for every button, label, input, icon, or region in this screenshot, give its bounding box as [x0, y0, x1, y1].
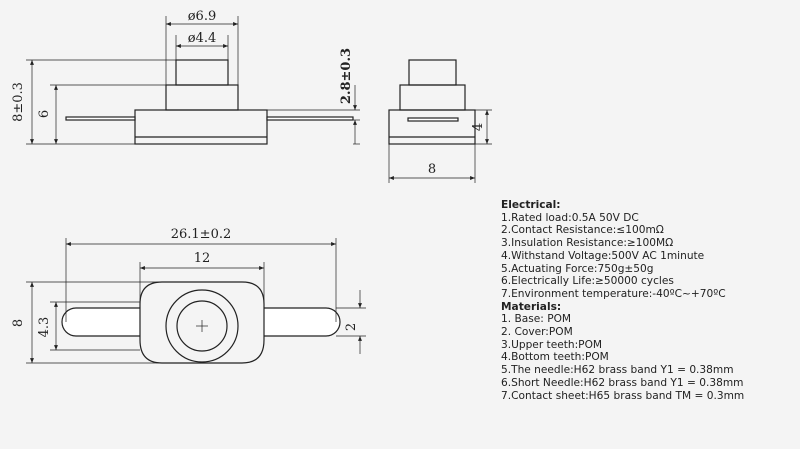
materials-item: 5.The needle:H62 brass band Y1 = 0.38mm — [501, 364, 734, 377]
materials-item: 2. Cover:POM — [501, 326, 573, 339]
materials-item: 7.Contact sheet:H65 brass band TM = 0.3m… — [501, 389, 745, 402]
dim-base-length: 12 — [194, 251, 211, 266]
front-right-terminal — [266, 116, 354, 121]
materials-item: 3.Upper teeth:POM — [501, 338, 603, 351]
electrical-item: 1.Rated load:0.5A 50V DC — [501, 211, 639, 224]
materials-heading: Materials: — [501, 300, 562, 313]
dim-inner-diameter: ø4.4 — [188, 31, 217, 46]
front-left-terminal — [65, 116, 136, 121]
electrical-item: 4.Withstand Voltage:500V AC 1minute — [501, 249, 705, 262]
front-upper-body — [165, 84, 239, 111]
dim-body-height: 6 — [37, 110, 52, 118]
dim-outer-diameter: ø6.9 — [188, 9, 217, 24]
dim-terminal-span: 4.3 — [37, 317, 52, 338]
side-upper-body — [399, 84, 466, 111]
side-main-body — [388, 109, 476, 145]
materials-item: 6.Short Needle:H62 brass band Y1 = 0.38m… — [501, 376, 744, 389]
top-left-terminal — [61, 307, 146, 337]
side-slot — [407, 117, 459, 122]
front-view — [65, 59, 354, 145]
dim-terminal-width: 2 — [344, 323, 359, 331]
front-cap — [175, 59, 229, 86]
top-view — [61, 281, 341, 364]
electrical-item: 6.Electrically Life:≥50000 cycles — [501, 275, 674, 288]
electrical-item: 5.Actuating Force:750g±50g — [501, 262, 654, 275]
electrical-item: 3.Insulation Resistance:≥100MΩ — [501, 237, 674, 250]
top-outer-ring — [165, 289, 239, 363]
electrical-item: 2.Contact Resistance:≤100mΩ — [501, 224, 664, 237]
front-main-body — [134, 109, 268, 145]
electrical-heading: Electrical: — [501, 199, 561, 211]
specifications-panel: Electrical: 1.Rated load:0.5A 50V DC 2.C… — [501, 199, 796, 402]
top-right-terminal — [258, 307, 341, 337]
dim-overall-length: 26.1±0.2 — [171, 227, 232, 242]
dim-side-width: 8 — [428, 162, 436, 177]
dim-side-slot-height: 4 — [471, 123, 486, 131]
electrical-item: 7.Environment temperature:-40ºC~+70ºC — [501, 287, 726, 300]
materials-item: 4.Bottom teeth:POM — [501, 351, 609, 364]
dim-base-height: 8 — [11, 319, 26, 327]
dim-cap-height: 2.8±0.3 — [339, 48, 354, 104]
side-cap — [408, 59, 457, 86]
side-view — [388, 59, 476, 145]
materials-item: 1. Base: POM — [501, 313, 572, 326]
dim-total-height: 8±0.3 — [11, 82, 26, 122]
top-inner-ring — [176, 300, 228, 352]
